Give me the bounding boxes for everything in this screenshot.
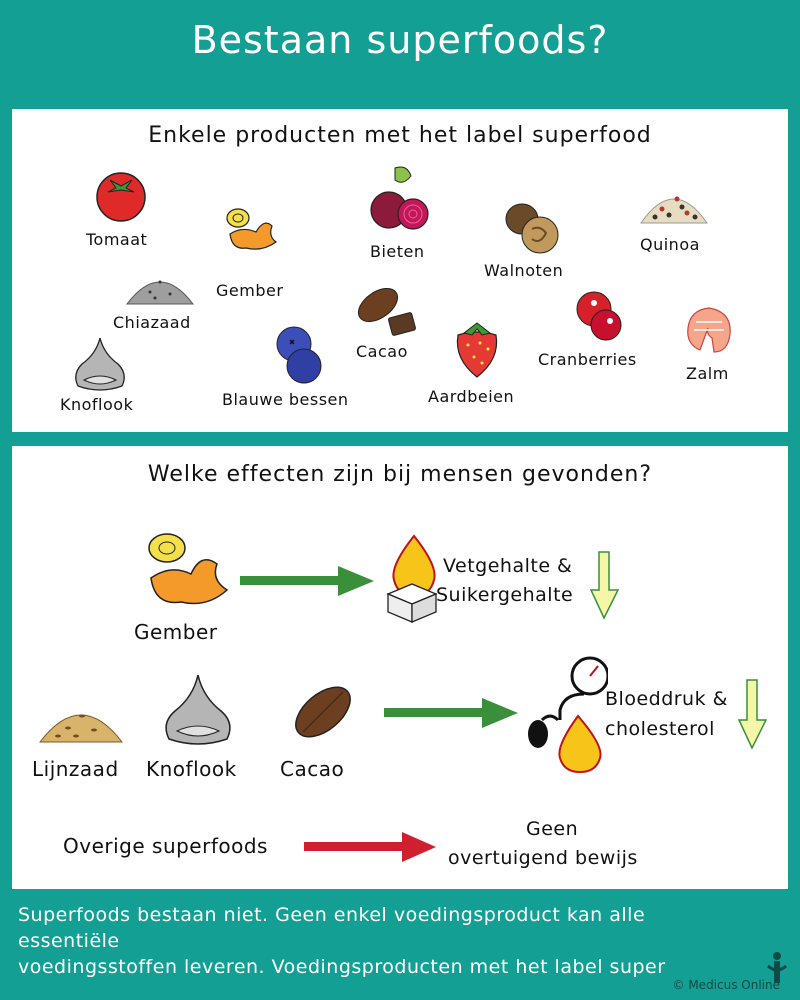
cacao-icon bbox=[357, 287, 416, 336]
row3-effect-line1: Geen bbox=[526, 818, 579, 840]
row2-food-label-3: Cacao bbox=[280, 757, 345, 781]
salmon-icon bbox=[687, 307, 731, 353]
flaxseed-icon bbox=[38, 714, 124, 743]
effects-panel: Welke effecten zijn bij mensen gevonden?… bbox=[12, 446, 788, 889]
row1-food-label: Gember bbox=[134, 620, 218, 644]
walnut-icon bbox=[505, 203, 559, 254]
item-label-tomaat: Tomaat bbox=[86, 230, 148, 249]
footer-line-2: essentiële bbox=[18, 930, 120, 952]
row2-food-label-2: Knoflook bbox=[146, 757, 237, 781]
chia-seed-icon bbox=[125, 280, 195, 305]
item-label-quinoa: Quinoa bbox=[640, 235, 700, 254]
item-label-bieten: Bieten bbox=[370, 242, 425, 261]
cranberry-icon bbox=[576, 291, 622, 341]
cacao-icon bbox=[295, 686, 351, 738]
down-arrow-icon bbox=[590, 551, 620, 620]
row2-effect-line2: cholesterol bbox=[605, 718, 715, 740]
page-title: Bestaan superfoods? bbox=[191, 18, 609, 62]
row1-effect-line1: Vetgehalte & bbox=[443, 555, 573, 577]
fat-sugar-icon bbox=[386, 534, 438, 623]
item-label-chiazaad: Chiazaad bbox=[113, 313, 191, 332]
item-label-knoflook: Knoflook bbox=[60, 395, 134, 414]
row3-food-label: Overige superfoods bbox=[63, 834, 268, 858]
blueberry-icon bbox=[276, 326, 322, 384]
item-label-blauwe-bessen: Blauwe bessen bbox=[222, 390, 349, 409]
strawberry-icon bbox=[456, 322, 498, 378]
copyright-text: © Medicus Online bbox=[672, 978, 780, 992]
superfood-examples-panel: Enkele producten met het label superfood… bbox=[12, 109, 788, 432]
green-arrow-icon bbox=[240, 566, 374, 596]
footer-line-1: Superfoods bestaan niet. Geen enkel voed… bbox=[18, 904, 646, 926]
row1-effect-line2: Suikergehalte bbox=[436, 584, 574, 606]
section2-heading: Welke effecten zijn bij mensen gevonden? bbox=[147, 462, 653, 487]
down-arrow-icon bbox=[738, 679, 768, 750]
garlic-icon bbox=[75, 337, 125, 391]
tomato-icon bbox=[96, 172, 146, 222]
garlic-icon bbox=[165, 674, 231, 745]
section1-heading: Enkele producten met het label superfood bbox=[148, 123, 652, 148]
row2-food-label-1: Lijnzaad bbox=[32, 757, 119, 781]
item-label-cranberries: Cranberries bbox=[538, 350, 637, 369]
ginger-icon bbox=[148, 533, 229, 605]
item-label-aardbeien: Aardbeien bbox=[428, 387, 515, 406]
red-arrow-icon bbox=[304, 832, 436, 862]
row2-effect-line1: Bloeddruk & bbox=[605, 688, 728, 710]
footer-text: Superfoods bestaan niet. Geen enkel voed… bbox=[18, 902, 788, 980]
blood-pressure-cholesterol-icon bbox=[528, 656, 608, 774]
footer-line-3: voedingsstoffen leveren. Voedingsproduct… bbox=[18, 956, 666, 978]
item-label-cacao: Cacao bbox=[356, 342, 408, 361]
green-arrow-icon bbox=[384, 698, 518, 728]
quinoa-icon bbox=[640, 196, 708, 224]
item-label-walnoten: Walnoten bbox=[484, 261, 564, 280]
item-label-zalm: Zalm bbox=[686, 364, 729, 383]
beetroot-icon bbox=[370, 166, 429, 230]
ginger-icon bbox=[226, 208, 278, 250]
medicus-logo-icon bbox=[767, 952, 787, 983]
row3-effect-line2: overtuigend bewijs bbox=[448, 847, 638, 869]
item-label-gember: Gember bbox=[216, 281, 284, 300]
